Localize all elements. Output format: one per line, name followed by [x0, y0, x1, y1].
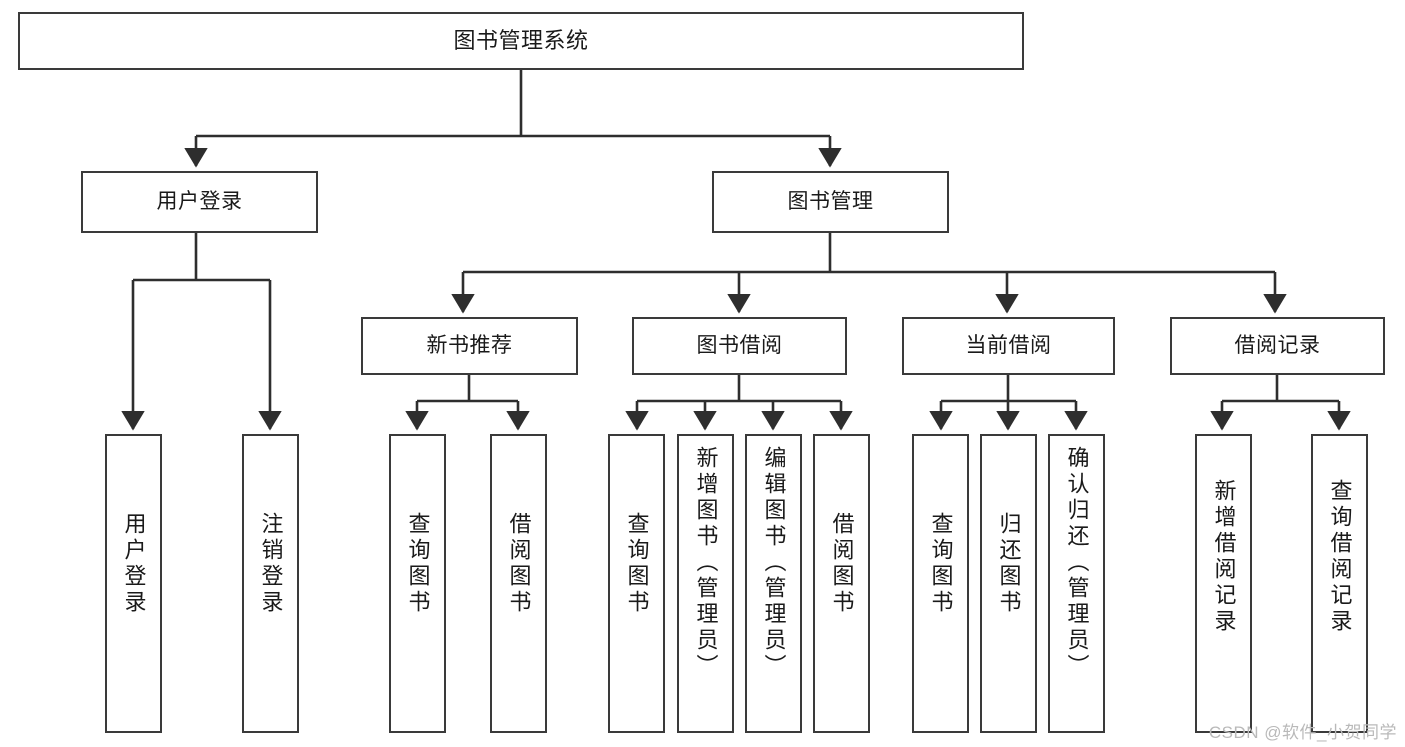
leaf-edit-book[interactable]: 编辑图书（管理员）: [745, 434, 802, 733]
node-label: 查询图书: [405, 512, 431, 616]
node-label: 图书借阅: [696, 334, 783, 358]
node-label: 确认归还（管理员）: [1064, 446, 1090, 680]
leaf-borrow-book-1[interactable]: 借阅图书: [490, 434, 547, 733]
leaf-logout-login[interactable]: 注销登录: [242, 434, 299, 733]
node-label: 图书管理系统: [453, 27, 589, 53]
node-label: 编辑图书（管理员）: [761, 446, 787, 680]
leaf-query-record[interactable]: 查询借阅记录: [1311, 434, 1368, 733]
leaf-query-book-1[interactable]: 查询图书: [389, 434, 446, 733]
node-label: 新增借阅记录: [1211, 479, 1237, 635]
node-label: 注销登录: [258, 512, 284, 616]
node-label: 用户登录: [121, 512, 147, 616]
node-label: 查询图书: [624, 512, 650, 616]
leaf-borrow-book-2[interactable]: 借阅图书: [813, 434, 870, 733]
leaf-user-login[interactable]: 用户登录: [105, 434, 162, 733]
node-label: 借阅图书: [829, 512, 855, 616]
node-user-login[interactable]: 用户登录: [81, 171, 318, 233]
node-label: 借阅图书: [506, 512, 532, 616]
node-label: 当前借阅: [965, 334, 1052, 358]
node-label: 归还图书: [996, 512, 1022, 616]
node-label: 新书推荐: [426, 334, 513, 358]
node-label: 借阅记录: [1234, 334, 1321, 358]
leaf-confirm-return[interactable]: 确认归还（管理员）: [1048, 434, 1105, 733]
node-book-manage[interactable]: 图书管理: [712, 171, 949, 233]
node-label: 查询图书: [928, 512, 954, 616]
node-label: 图书管理: [787, 190, 874, 214]
node-new-book-recommend[interactable]: 新书推荐: [361, 317, 578, 375]
node-label: 新增图书（管理员）: [693, 446, 719, 680]
node-borrow-record[interactable]: 借阅记录: [1170, 317, 1385, 375]
leaf-query-book-2[interactable]: 查询图书: [608, 434, 665, 733]
leaf-query-book-3[interactable]: 查询图书: [912, 434, 969, 733]
node-root-book-management-system[interactable]: 图书管理系统: [18, 12, 1024, 70]
node-current-borrow[interactable]: 当前借阅: [902, 317, 1115, 375]
node-book-borrow[interactable]: 图书借阅: [632, 317, 847, 375]
leaf-return-book[interactable]: 归还图书: [980, 434, 1037, 733]
node-label: 查询借阅记录: [1327, 479, 1353, 635]
leaf-add-record[interactable]: 新增借阅记录: [1195, 434, 1252, 733]
leaf-add-book[interactable]: 新增图书（管理员）: [677, 434, 734, 733]
node-label: 用户登录: [156, 190, 243, 214]
csdn-watermark: CSDN @软件_小贺同学: [1208, 723, 1397, 742]
